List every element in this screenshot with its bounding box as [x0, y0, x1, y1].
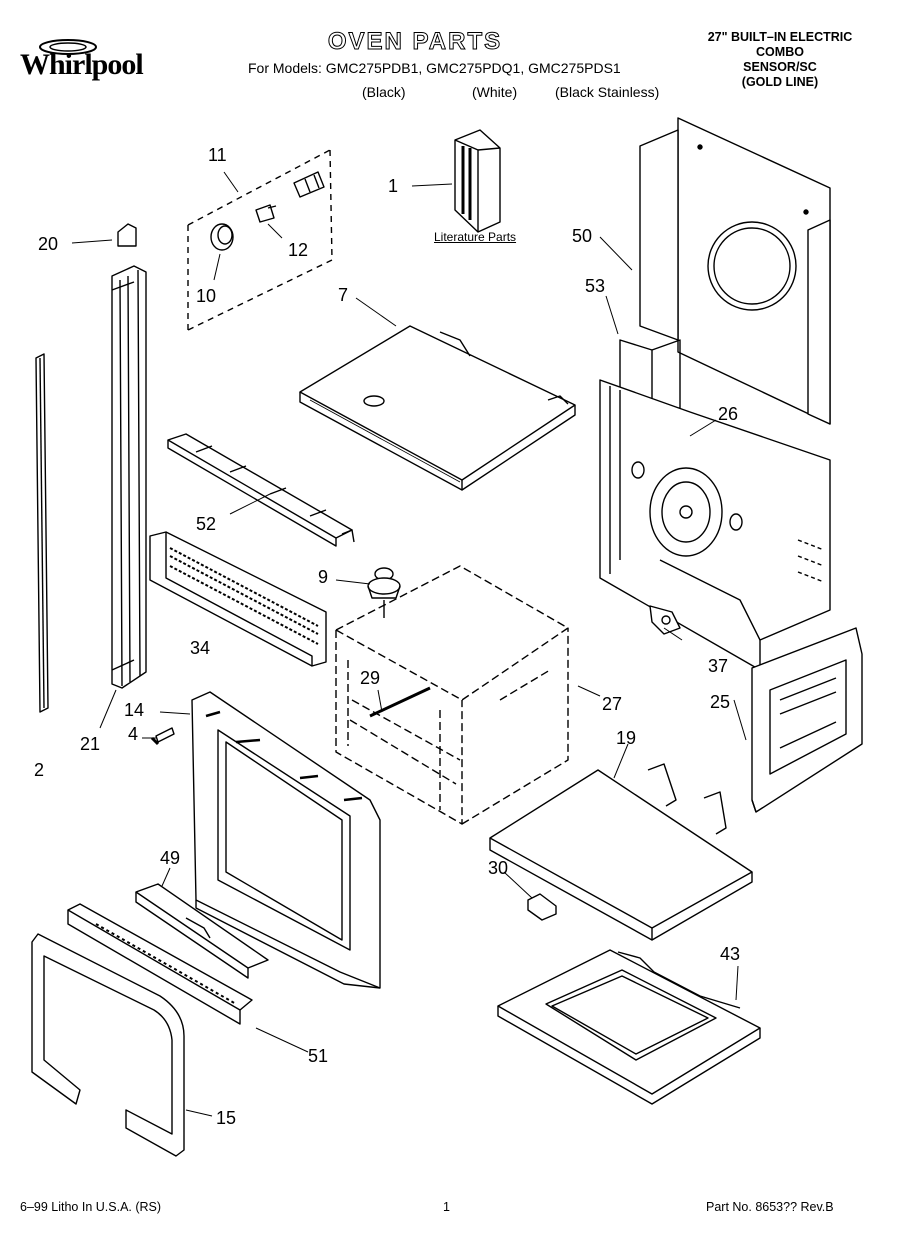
whirlpool-logo: Whirlpool	[20, 38, 185, 88]
part-door-bracket	[135, 883, 269, 979]
part-side-trim	[111, 265, 147, 689]
footer-page-number: 1	[443, 1200, 450, 1214]
callout-37: 37	[708, 656, 729, 676]
product-line-3: SENSOR/SC	[743, 60, 817, 74]
variant-black-stainless: (Black Stainless)	[555, 84, 660, 100]
part-vent-grille	[149, 531, 327, 667]
part-pin	[369, 686, 431, 718]
callout-9: 9	[318, 567, 329, 587]
part-knob-group	[187, 149, 333, 331]
part-clip	[527, 893, 557, 921]
product-line-4: (GOLD LINE)	[741, 75, 819, 89]
callout-43: 43	[720, 944, 741, 964]
callout-1: 1	[388, 176, 399, 196]
part-vent-bracket	[167, 433, 355, 547]
callout-34: 34	[190, 638, 211, 658]
callout-7: 7	[338, 285, 349, 305]
callout-29: 29	[360, 668, 381, 688]
variant-white: (White)	[472, 84, 518, 100]
part-cap	[117, 223, 137, 247]
callout-15: 15	[216, 1108, 237, 1128]
part-front-frame	[191, 691, 381, 989]
logo-swirl-icon	[39, 39, 97, 55]
part-back-panel	[639, 117, 831, 425]
leader-lines	[71, 171, 747, 1117]
callout-4: 4	[128, 724, 139, 744]
callout-30: 30	[488, 858, 509, 878]
product-description: 27" BUILT–IN ELECTRIC COMBO SENSOR/SC (G…	[680, 30, 880, 90]
callout-19: 19	[616, 728, 637, 748]
callout-25: 25	[710, 692, 731, 712]
literature-parts-label: Literature Parts	[434, 230, 517, 244]
part-literature	[454, 129, 501, 233]
callout-26: 26	[718, 404, 739, 424]
footer-part-number: Part No. 8653?? Rev.B	[706, 1200, 834, 1214]
callout-14: 14	[124, 700, 145, 720]
callout-21: 21	[80, 734, 101, 754]
page-title: OVEN PARTS	[327, 28, 503, 56]
models-line: For Models: GMC275PDB1, GMC275PDQ1, GMC2…	[248, 60, 621, 76]
footer-litho: 6–99 Litho In U.S.A. (RS)	[20, 1200, 162, 1214]
part-trim-strip	[35, 353, 49, 713]
part-top-panel	[299, 325, 576, 491]
part-bottom-tray	[497, 949, 761, 1105]
variant-black: (Black)	[362, 84, 406, 100]
part-grommet	[367, 567, 401, 618]
callout-12: 12	[288, 240, 309, 260]
part-control-panel	[751, 627, 863, 813]
callout-52: 52	[196, 514, 217, 534]
product-line-1: 27" BUILT–IN ELECTRIC	[707, 30, 853, 44]
callout-53: 53	[585, 276, 606, 296]
callout-50: 50	[572, 226, 593, 246]
callout-49: 49	[160, 848, 181, 868]
part-bottom-pan	[489, 763, 753, 941]
callout-27: 27	[602, 694, 623, 714]
callout-2: 2	[34, 760, 45, 780]
part-door-gasket	[31, 933, 185, 1157]
callout-11: 11	[208, 145, 227, 165]
callout-20: 20	[38, 234, 59, 254]
part-thermostat	[649, 605, 681, 635]
callout-10: 10	[196, 286, 217, 306]
part-oven-cavity	[335, 565, 569, 825]
part-vent-trim	[67, 903, 253, 1025]
callout-51: 51	[308, 1046, 329, 1066]
product-line-2: COMBO	[756, 45, 804, 59]
logo-text: Whirlpool	[20, 48, 144, 81]
part-screw	[150, 727, 175, 746]
part-rear-panel	[599, 379, 831, 671]
